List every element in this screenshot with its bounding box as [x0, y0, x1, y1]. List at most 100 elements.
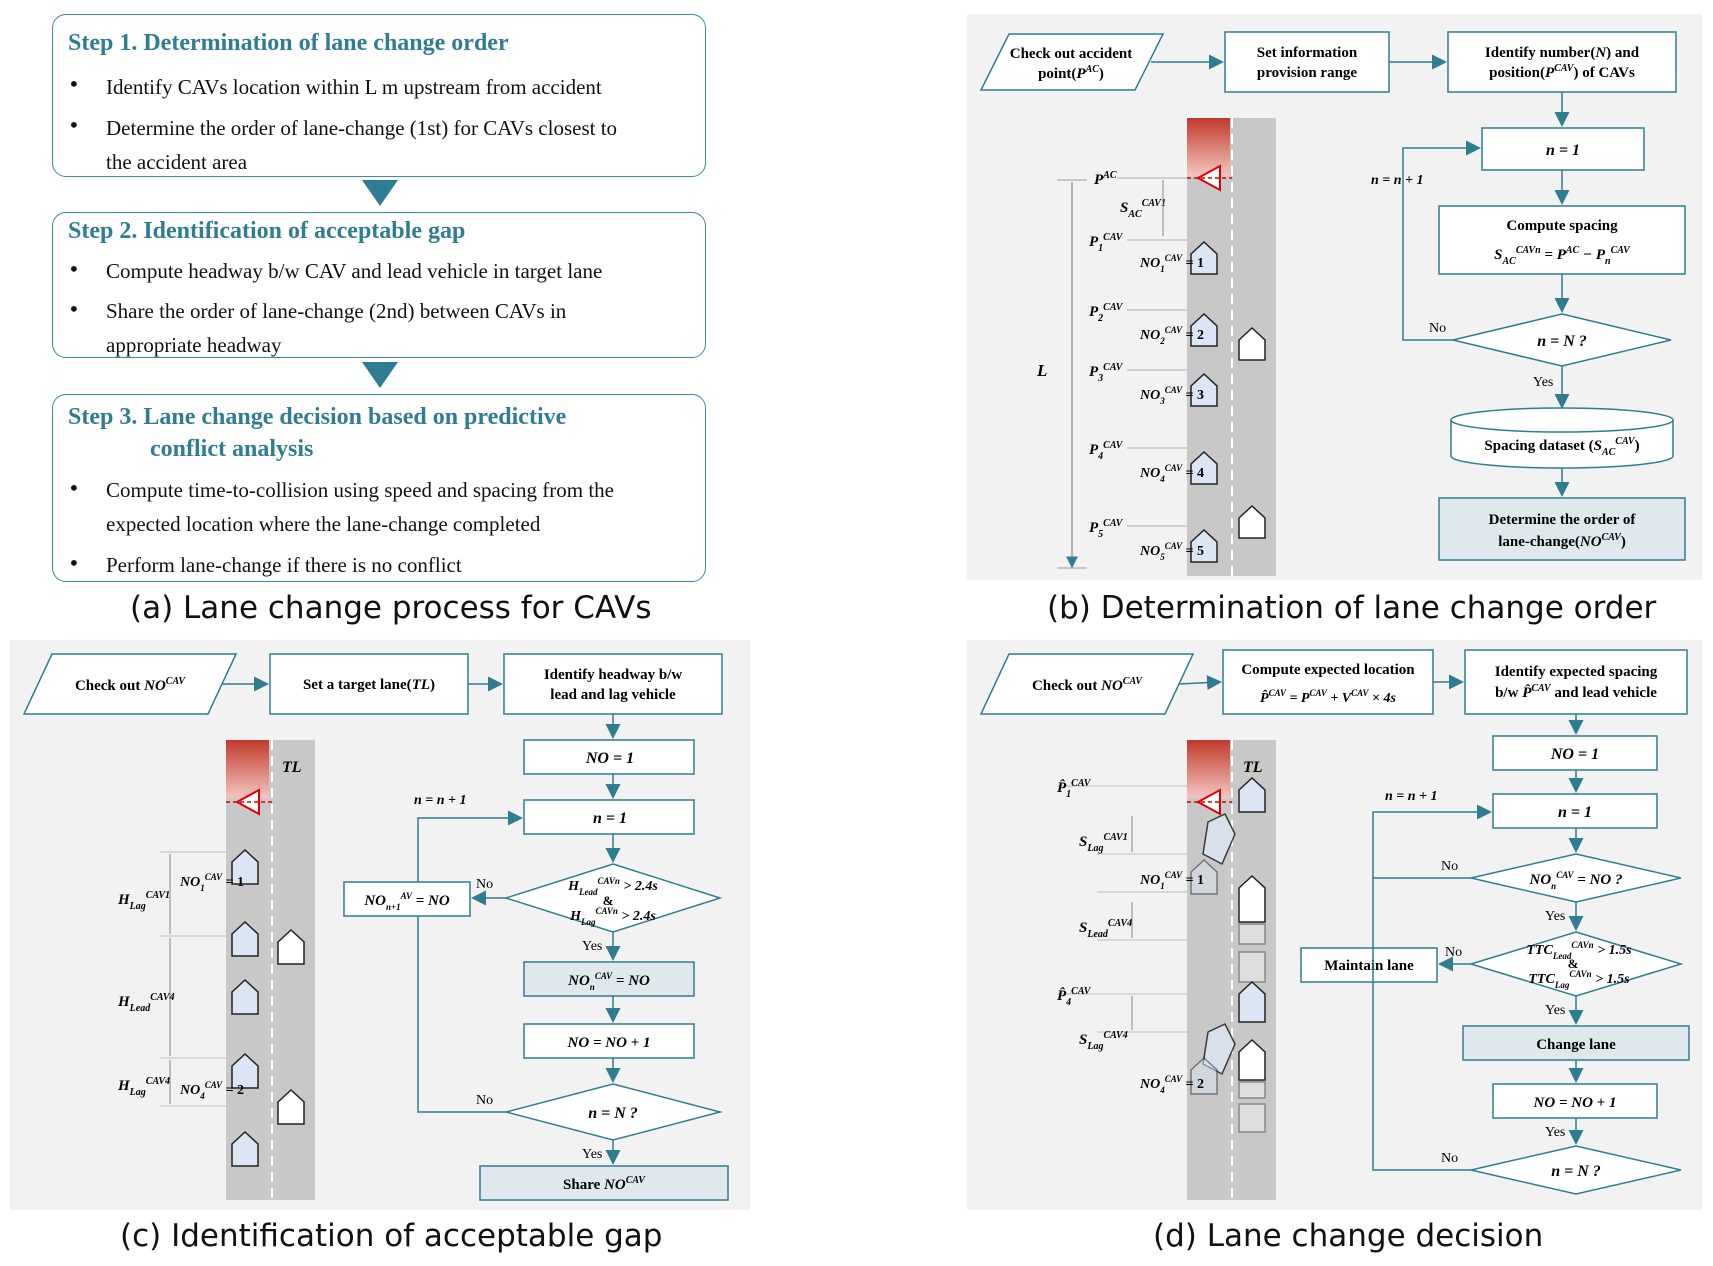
- final-box: [1438, 497, 1686, 561]
- svg-text:NO3CAV = 3: NO3CAV = 3: [1139, 385, 1204, 406]
- increment-text: NO = NO + 1: [567, 1035, 651, 1051]
- svg-text:NO4CAV = 2: NO4CAV = 2: [179, 1080, 244, 1101]
- yes-label: Yes: [582, 939, 602, 954]
- bullet-icon: •: [68, 257, 80, 281]
- input-text: Check out NOCAV: [75, 676, 186, 694]
- panel-c-diagram: Check out NOCAV Set a target lane(TL) Id…: [22, 653, 729, 1201]
- position-labels: P1CAV P2CAV P3CAV P4CAV P5CAV: [1089, 232, 1124, 540]
- PAC-label: PAC: [1094, 170, 1117, 188]
- svg-text:SLagCAV4: SLagCAV4: [1079, 1030, 1128, 1052]
- SAC-label: SACCAV1: [1120, 198, 1166, 220]
- bullet-icon: •: [68, 476, 80, 500]
- step2-title: Step 2. Identification of acceptable gap: [68, 218, 466, 244]
- n1-text: n = 1: [1546, 142, 1580, 159]
- info-range-l2: provision range: [1257, 65, 1357, 81]
- headway-labels: HLagCAV1 HLeadCAV4 HLagCAV4: [117, 890, 175, 1098]
- spacing-l2: b/w P̂CAV and lead vehicle: [1495, 683, 1657, 701]
- n1-text: n = 1: [593, 810, 627, 827]
- step2-bullet2-line1: Share the order of lane-change (2nd) bet…: [106, 299, 567, 323]
- svg-text:P̂1CAV: P̂1CAV: [1057, 778, 1092, 800]
- vehicle-cav1: [1190, 240, 1218, 275]
- vehicle-cav3: [1190, 372, 1218, 407]
- no-label-2: No: [1445, 945, 1462, 960]
- vehicles: [231, 848, 305, 1167]
- identify-l2: position(PCAV) of CAVs: [1489, 63, 1635, 81]
- svg-text:P5CAV: P5CAV: [1089, 518, 1124, 540]
- step1-box: [52, 14, 706, 177]
- accident-zone: [1187, 118, 1230, 176]
- side-assign-box: [343, 881, 471, 917]
- maintain-text: Maintain lane: [1324, 958, 1414, 974]
- change-lane-box: [1462, 1025, 1690, 1061]
- change-lane-text: Change lane: [1536, 1037, 1616, 1053]
- step2-bullet1: Compute headway b/w CAV and lead vehicle…: [106, 259, 603, 283]
- expected-l1: Compute expected location: [1241, 662, 1415, 678]
- no1-text: NO = 1: [1550, 746, 1599, 763]
- decision3-text: n = N ?: [1551, 1163, 1601, 1180]
- spacing-l1: Identify expected spacing: [1495, 664, 1658, 680]
- target-lane-box: [269, 653, 469, 715]
- bullet-icon: •: [68, 72, 80, 96]
- svg-text:NO1CAV = 1: NO1CAV = 1: [1139, 253, 1204, 274]
- svg-text:SLagCAV1: SLagCAV1: [1079, 832, 1128, 854]
- n1-box: [1492, 793, 1658, 829]
- vehicle-cav4: [1190, 450, 1218, 485]
- expected-spacing-box: [1464, 649, 1688, 715]
- n1-box: [523, 799, 695, 835]
- svg-text:HLagCAV1: HLagCAV1: [117, 890, 170, 912]
- decision-text: n = N ?: [1537, 333, 1587, 350]
- yes-label-2: Yes: [1545, 1003, 1565, 1018]
- caption-b: (b) Determination of lane change order: [1047, 590, 1657, 626]
- decision2-text: n = N ?: [588, 1105, 638, 1122]
- step3-bullet2: Perform lane-change if there is no confl…: [106, 553, 462, 577]
- svg-text:P̂4CAV: P̂4CAV: [1057, 986, 1092, 1008]
- svg-text:NO2CAV = 2: NO2CAV = 2: [1139, 325, 1204, 346]
- no1-box: [1492, 735, 1658, 771]
- input-parallelogram: [979, 33, 1165, 91]
- no-label: No: [476, 877, 493, 892]
- step1-bullet1: Identify CAVs location within L m upstre…: [106, 75, 602, 99]
- final-l1: Determine the order of: [1489, 512, 1637, 528]
- svg-text:NO5CAV = 5: NO5CAV = 5: [1139, 541, 1204, 562]
- bullet-icon: •: [68, 551, 80, 575]
- vehicle-cav2: [1190, 312, 1218, 347]
- decision1-text: NOnCAV = NO ?: [1529, 870, 1623, 891]
- spacing-labels: P̂1CAV SLagCAV1 SLeadCAV4 P̂4CAV SLagCAV…: [1057, 778, 1132, 1052]
- step3-bullet1-line2: expected location where the lane-change …: [106, 512, 541, 536]
- step3-box: [52, 394, 706, 582]
- accident-zone: [1187, 740, 1230, 798]
- svg-text:NO1CAV = 1: NO1CAV = 1: [179, 872, 244, 893]
- decision2-amp: &: [1568, 956, 1579, 971]
- yes-label: Yes: [1533, 375, 1553, 390]
- step1-bullet2-line2: the accident area: [106, 150, 248, 174]
- end-decision-diamond: [1470, 1145, 1682, 1195]
- info-range-box: [1224, 31, 1390, 93]
- increment-box: [1492, 1083, 1658, 1119]
- decision1-amp: &: [603, 893, 614, 908]
- no1-text: NO = 1: [585, 750, 634, 767]
- no-label: No: [1429, 321, 1446, 336]
- svg-text:NO4CAV = 2: NO4CAV = 2: [1139, 1074, 1204, 1095]
- compute-box: [1438, 205, 1686, 275]
- dataset-cylinder: [1450, 407, 1674, 469]
- headway-l2: lead and lag vehicle: [550, 687, 676, 703]
- loop-label: n = n + 1: [1385, 789, 1438, 804]
- svg-text:P2CAV: P2CAV: [1089, 302, 1124, 324]
- loop-label: n = n + 1: [1371, 173, 1424, 188]
- n1-text: n = 1: [1558, 804, 1592, 821]
- input-text: Check out NOCAV: [1032, 676, 1143, 694]
- vehicles: [1190, 776, 1266, 1133]
- compute-l1: Compute spacing: [1506, 218, 1618, 234]
- road: [226, 740, 315, 1200]
- panel-b-background: [967, 14, 1702, 580]
- step3-bullet1-line1: Compute time-to-collision using speed an…: [106, 478, 614, 502]
- no1-box: [523, 739, 695, 775]
- headway-l1: Identify headway b/w: [544, 667, 683, 683]
- no-label-2: No: [476, 1093, 493, 1108]
- vehicle-target-lane: [1238, 326, 1266, 361]
- step-arrow-icon: [362, 180, 398, 206]
- final-text: Share NOCAV: [563, 1175, 646, 1193]
- identify-l1: Identify number(N) and: [1485, 45, 1640, 61]
- panel-b-diagram: Check out accident point(PAC) Set inform…: [979, 31, 1686, 576]
- step2-bullet2-line2: appropriate headway: [106, 333, 282, 357]
